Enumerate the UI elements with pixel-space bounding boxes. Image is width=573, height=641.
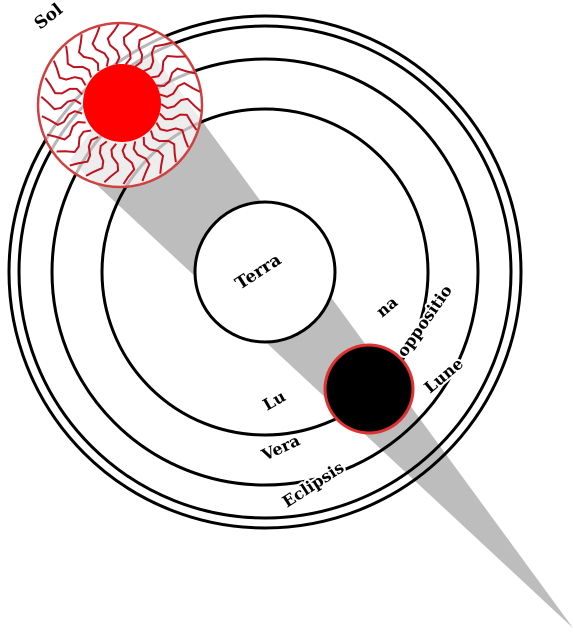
moon-label-first: Lu [260,386,290,414]
moon [325,345,413,433]
sun-disc [83,64,161,142]
moon-label-second: na [372,292,401,321]
sun [38,23,202,187]
sun-label: Sol [31,0,67,34]
oppositio-label: oppositio [393,281,456,360]
